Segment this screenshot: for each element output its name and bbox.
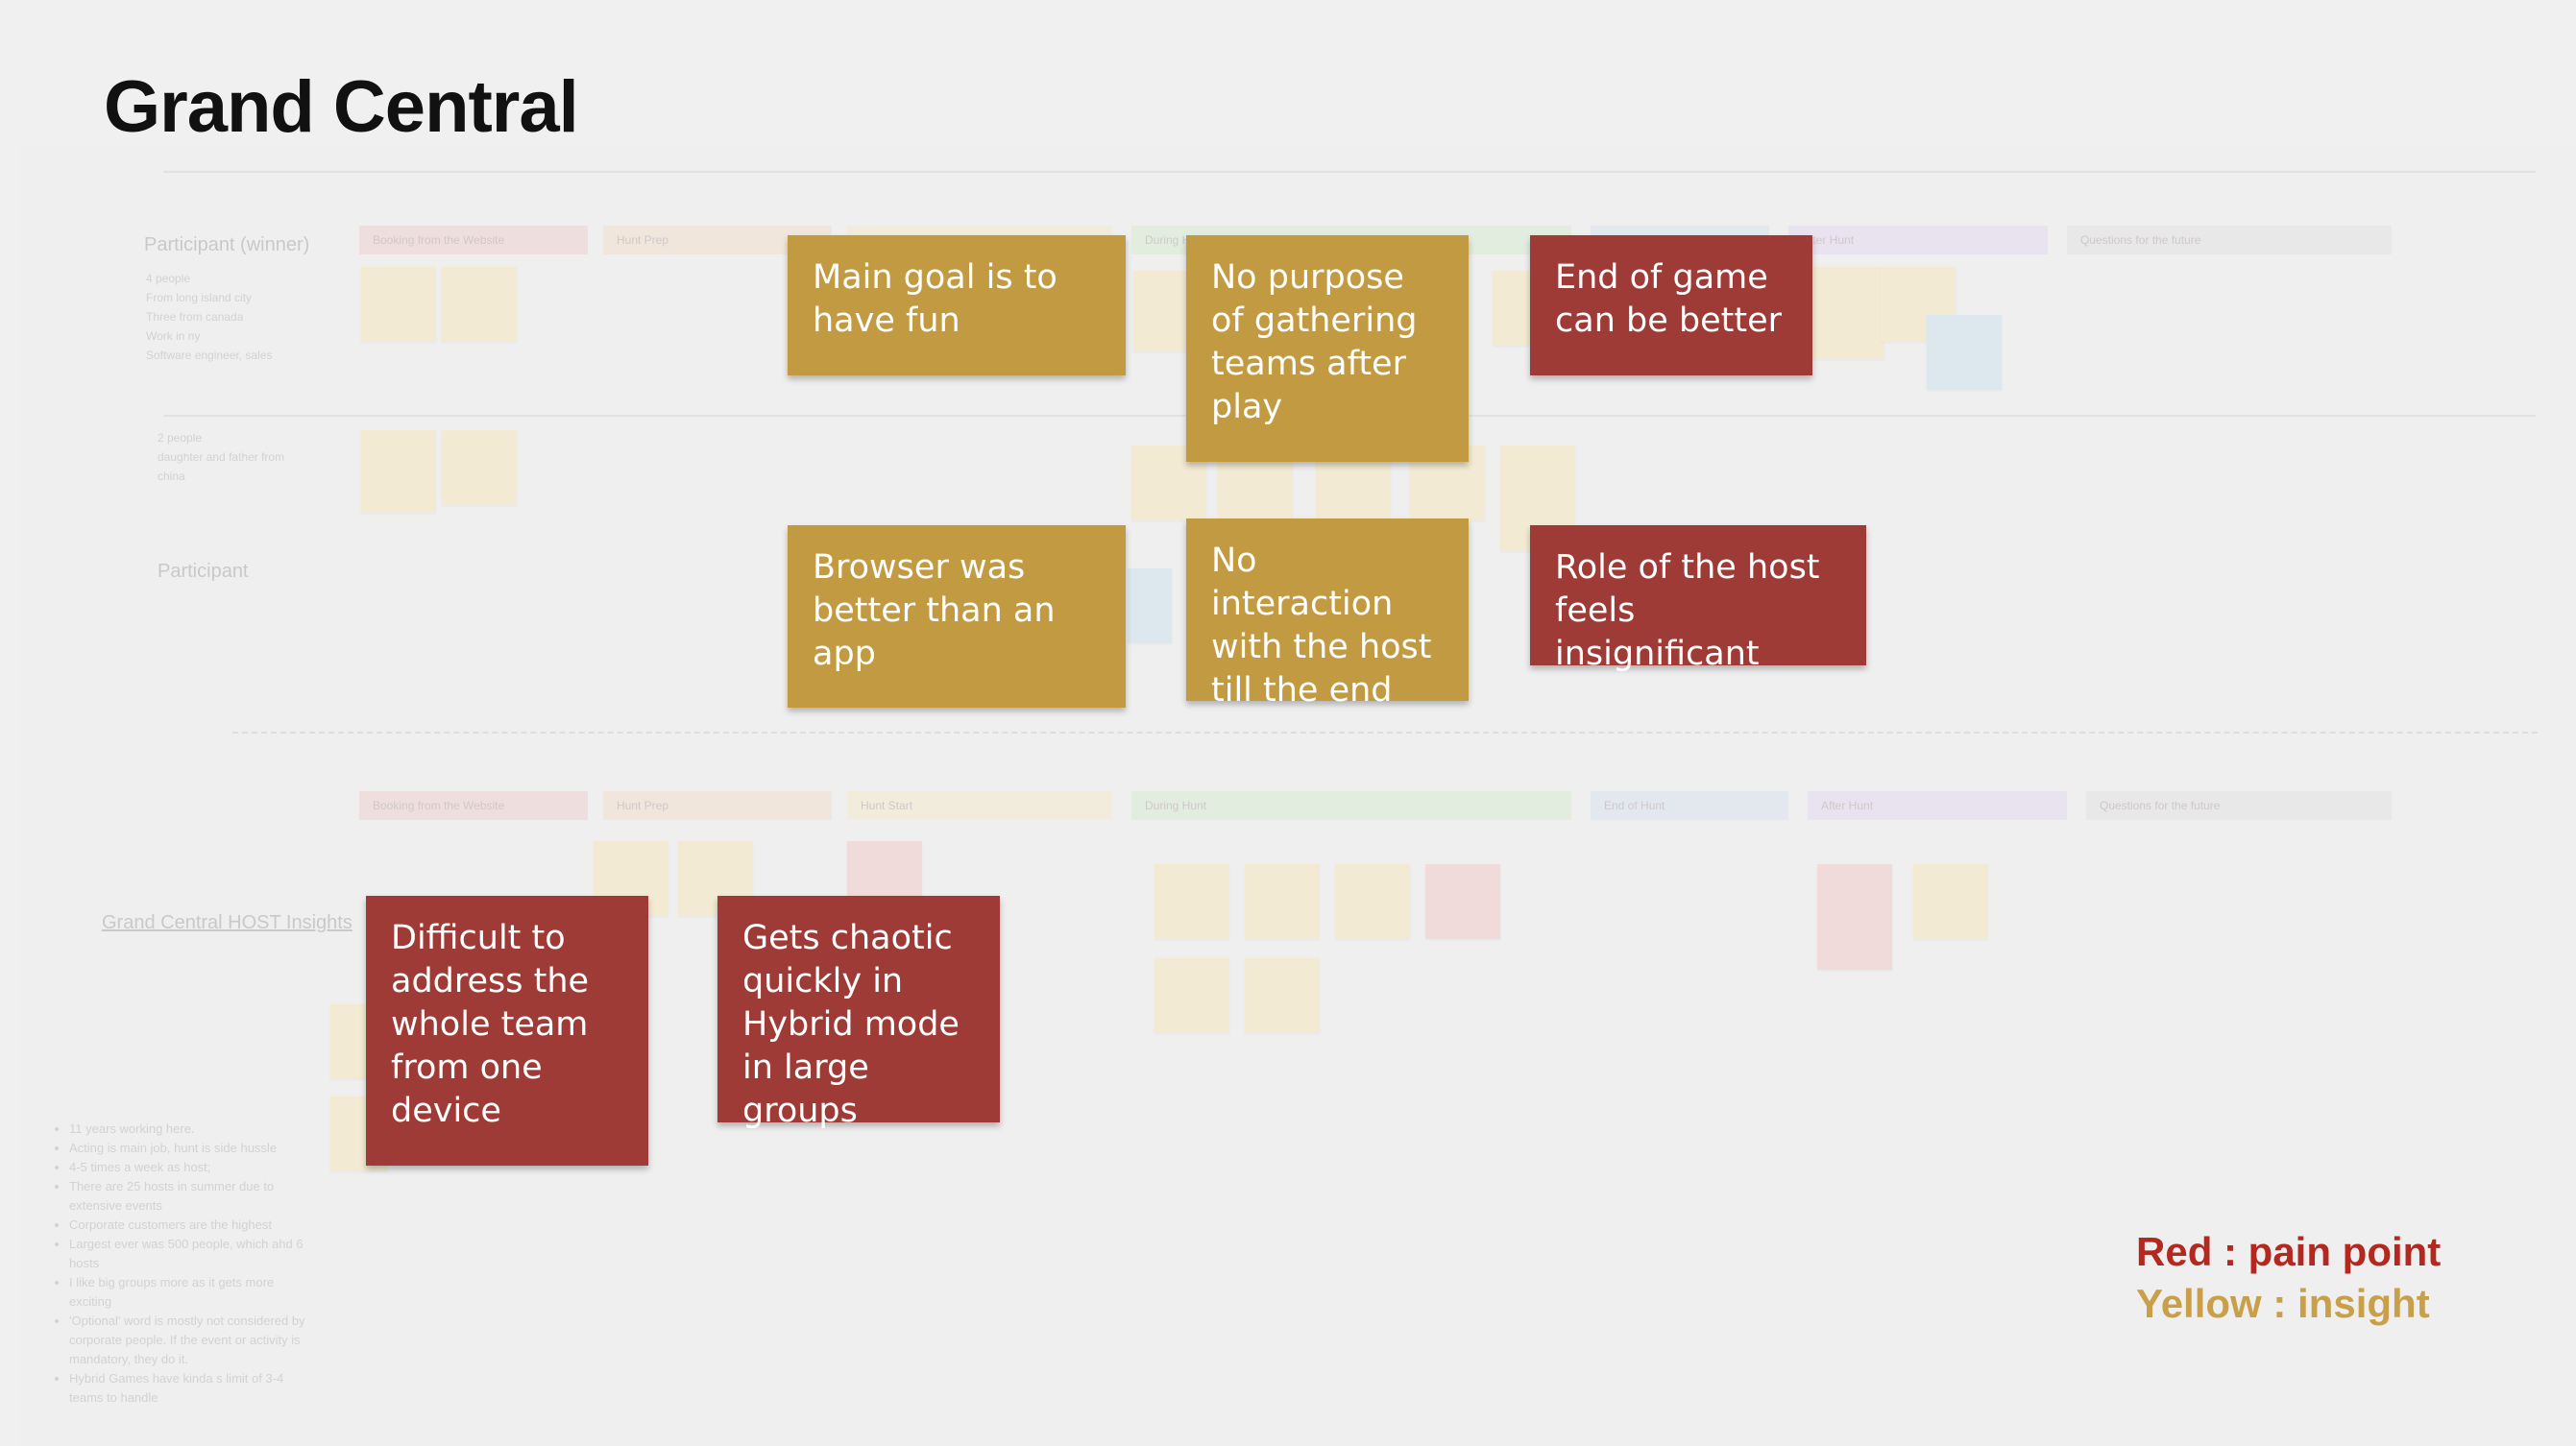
- lane-label-winner: Participant (winner): [144, 234, 310, 255]
- column-header: During Hunt: [1131, 791, 1571, 820]
- faded-sticky-note: [361, 267, 436, 342]
- column-header: Questions for the future: [2086, 791, 2392, 820]
- legend-pain-point: Red : pain point: [2136, 1229, 2442, 1274]
- column-header: Hunt Prep: [603, 791, 832, 820]
- column-header: Booking from the Website: [359, 791, 588, 820]
- insight-note: No interaction with the host till the en…: [1186, 518, 1469, 710]
- insight-note: No purpose of gathering teams after play: [1186, 235, 1469, 462]
- lane-details-second: 2 people daughter and father from china: [158, 431, 285, 483]
- column-header: Questions for the future: [2067, 226, 2392, 254]
- insight-note: Browser was better than an app: [788, 525, 1126, 708]
- lane-details-winner: 4 people From long island city Three fro…: [146, 272, 273, 362]
- column-header: Booking from the Website: [359, 226, 588, 254]
- page-title: Grand Central: [104, 66, 579, 148]
- faded-sticky-note: [1245, 864, 1320, 939]
- pain-point-note: End of game can be better: [1530, 235, 1812, 375]
- faded-sticky-note: [1810, 267, 1884, 359]
- legend-insight: Yellow : insight: [2136, 1281, 2430, 1326]
- lane-label-host: Grand Central HOST Insights: [102, 912, 352, 933]
- pain-point-note: Gets chaotic quickly in Hybrid mode in l…: [717, 896, 1000, 1130]
- faded-sticky-note: [1154, 864, 1229, 939]
- faded-sticky-note: [1128, 568, 1172, 643]
- column-header: After Hunt: [1788, 226, 2048, 254]
- faded-sticky-note: [1425, 864, 1500, 939]
- pain-point-note: Role of the host feels insignificant: [1530, 525, 1866, 673]
- faded-sticky-note: [442, 430, 517, 505]
- pain-point-note: Difficult to address the whole team from…: [366, 896, 648, 1166]
- column-header: Hunt Start: [847, 791, 1112, 820]
- faded-sticky-note: [1335, 864, 1410, 939]
- faded-sticky-note: [442, 267, 517, 342]
- faded-sticky-note: [1817, 864, 1892, 970]
- faded-sticky-note: [1245, 958, 1320, 1033]
- host-insights-list: 11 years working here. Acting is main jo…: [56, 1120, 309, 1408]
- faded-sticky-note: [361, 430, 436, 513]
- column-header: End of Hunt: [1591, 791, 1788, 820]
- faded-sticky-note: [1927, 315, 2002, 390]
- insight-note: Main goal is to have fun: [788, 235, 1126, 375]
- lane-label-participant: Participant: [158, 561, 249, 582]
- column-header: After Hunt: [1808, 791, 2067, 820]
- faded-sticky-note: [1913, 864, 1988, 939]
- section-divider: [232, 732, 2538, 734]
- faded-sticky-note: [1154, 958, 1229, 1033]
- top-divider: [163, 171, 2536, 173]
